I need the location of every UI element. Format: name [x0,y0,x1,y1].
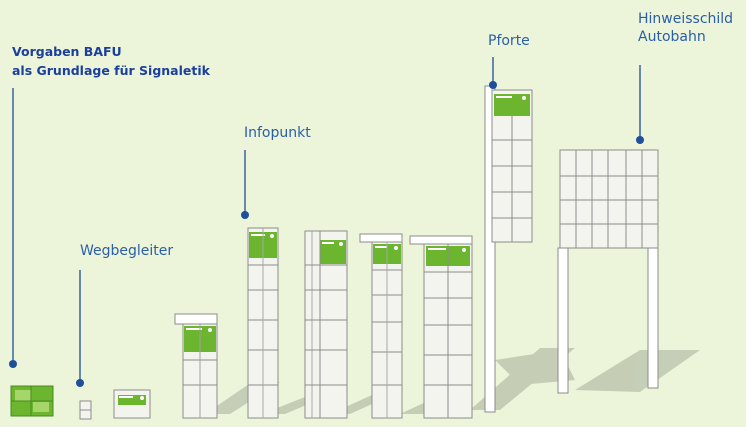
sign-low-box [113,389,151,419]
label-hinweisschild: Hinweisschild Autobahn [638,10,733,46]
sign-hinweisschild [557,149,659,394]
diagram-title-line1: Vorgaben BAFU [12,44,122,59]
leader-lines [12,57,641,382]
markers [9,81,644,387]
shadow [495,350,575,385]
marker-dot [489,81,497,89]
sign-pforte [484,85,533,413]
shadow [575,350,700,392]
label-pforte: Pforte [488,33,530,49]
marker-dot [76,379,84,387]
sign-capped-stele [359,233,403,419]
label-hinweisschild-line2: Autobahn [638,29,706,45]
label-infopunkt: Infopunkt [244,125,311,141]
sign-wide-stele [409,235,473,419]
sign-wegbegleiter [79,400,92,420]
label-hinweisschild-line1: Hinweisschild [638,11,734,27]
label-wegbegleiter: Wegbegleiter [80,243,174,259]
sign-stele-cap [174,313,218,419]
marker-dot [241,211,249,219]
diagram-title: Vorgaben BAFU als Grundlage für Signalet… [12,42,210,80]
marker-dot [636,136,644,144]
diagram-title-line2: als Grundlage für Signaletik [12,63,210,78]
ground-shadows [205,348,700,414]
sign-ground-plate [10,385,54,417]
sign-double-stele [304,230,348,419]
marker-dot [9,360,17,368]
sign-infopunkt [247,227,279,419]
